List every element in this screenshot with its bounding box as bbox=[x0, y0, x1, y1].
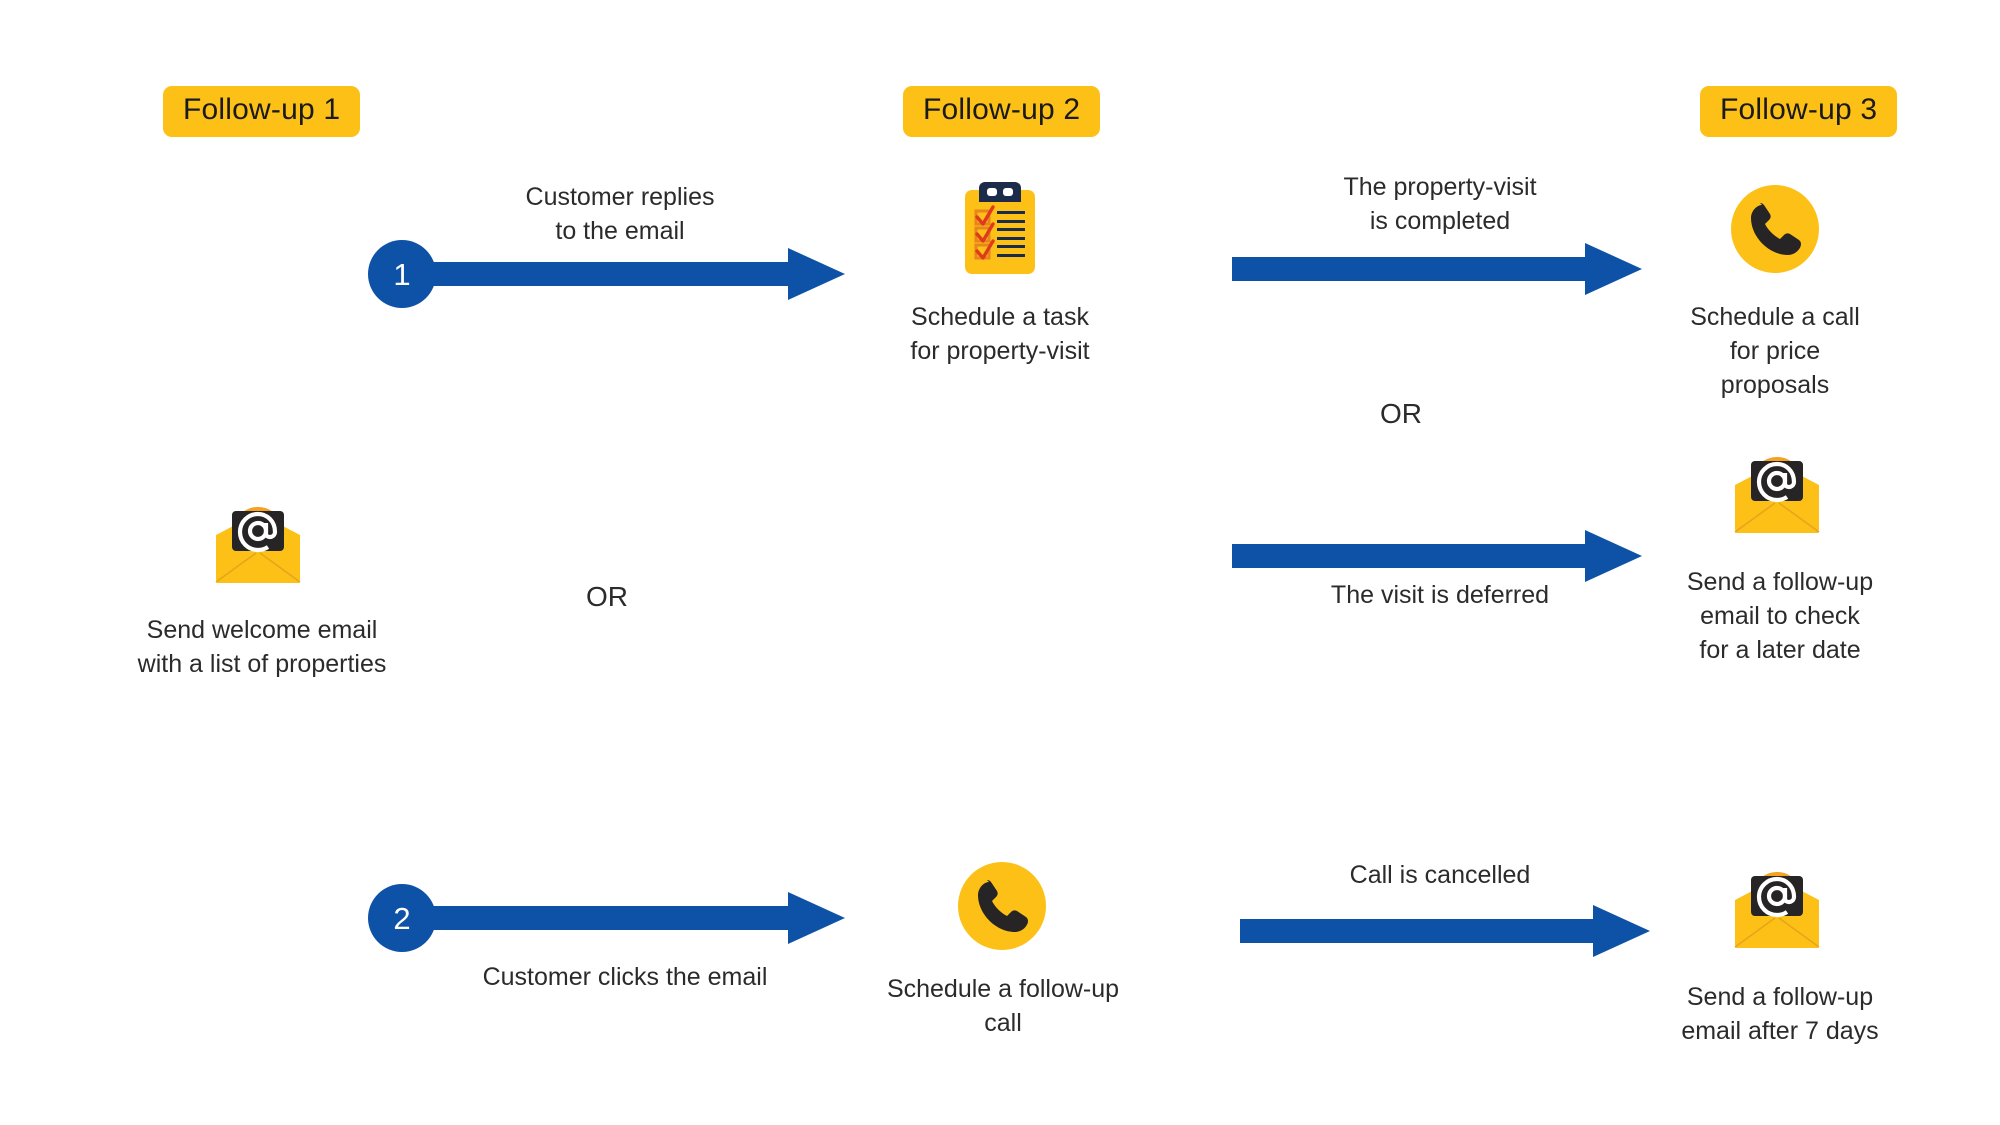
branch-separator-right: OR bbox=[1380, 398, 1422, 429]
arrow-3 bbox=[1232, 243, 1642, 295]
arrow-label-call-cancelled: Call is cancelled bbox=[1349, 861, 1531, 889]
arrow-5 bbox=[1240, 905, 1650, 957]
arrow-4 bbox=[1232, 530, 1642, 582]
email-envelope-icon-7-days bbox=[1731, 870, 1823, 952]
badge-follow-up-1: Follow-up 1 bbox=[163, 86, 361, 137]
node-caption-welcome-email: Send welcome email with a list of proper… bbox=[137, 616, 387, 678]
email-envelope-icon-welcome bbox=[212, 505, 304, 587]
arrow-label-visit-deferred: The visit is deferred bbox=[1330, 581, 1550, 609]
email-envelope-icon-later-date bbox=[1731, 455, 1823, 537]
arrow-1 bbox=[425, 248, 845, 300]
arrow-label-customer-replies: Customer replies to the email bbox=[525, 183, 715, 245]
start-node-1[interactable]: 1 bbox=[368, 240, 436, 308]
arrow-label-customer-clicks: Customer clicks the email bbox=[482, 963, 768, 991]
clipboard-checklist-icon bbox=[963, 180, 1037, 274]
arrow-label-property-visit-completed: The property-visit is completed bbox=[1343, 173, 1537, 235]
badge-follow-up-2: Follow-up 2 bbox=[903, 86, 1101, 137]
phone-call-icon-price-proposals bbox=[1731, 185, 1819, 273]
node-caption-schedule-price-call: Schedule a call for price proposals bbox=[1690, 303, 1860, 399]
node-caption-followup-email-later-date: Send a follow-up email to check for a la… bbox=[1686, 568, 1874, 664]
badge-follow-up-3: Follow-up 3 bbox=[1700, 86, 1898, 137]
branch-separator-left: OR bbox=[586, 581, 628, 612]
node-caption-schedule-task: Schedule a task for property-visit bbox=[910, 303, 1090, 365]
node-caption-schedule-followup-call: Schedule a follow-up call bbox=[886, 975, 1120, 1037]
phone-call-icon-followup bbox=[958, 862, 1046, 950]
node-caption-followup-email-7-days: Send a follow-up email after 7 days bbox=[1681, 983, 1879, 1045]
arrow-2 bbox=[425, 892, 845, 944]
start-node-2[interactable]: 2 bbox=[368, 884, 436, 952]
